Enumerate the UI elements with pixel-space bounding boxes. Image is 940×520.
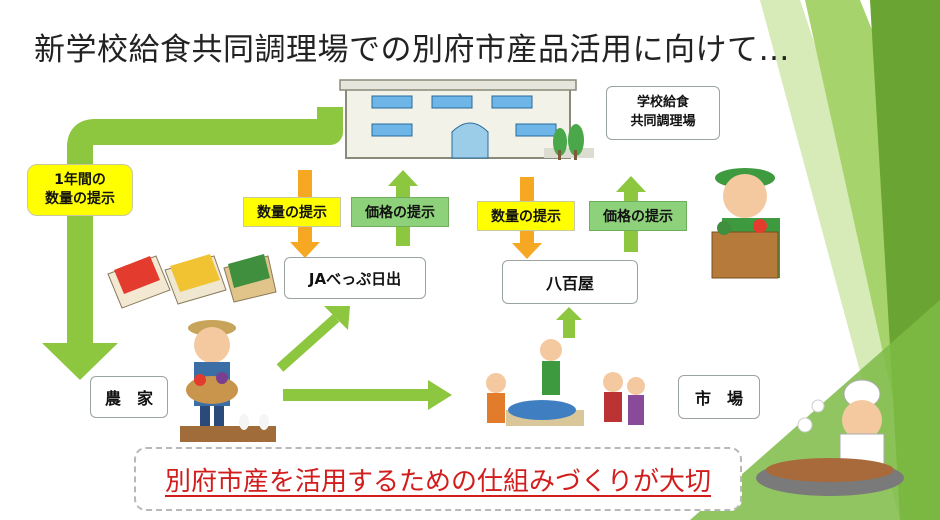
slide-title: 新学校給食共同調理場での別府市産品活用に向けて… xyxy=(34,32,790,68)
farmer-to-market-arrow xyxy=(283,380,452,410)
annual-order-arrow xyxy=(42,107,343,380)
kitchen-building-illustration xyxy=(339,79,594,160)
kitchen-label: 学校給食 共同調理場 xyxy=(606,86,720,140)
farmer-to-ja-arrow xyxy=(276,306,350,372)
yaoya-price-label: 価格の提示 xyxy=(589,201,687,231)
ja-price-label: 価格の提示 xyxy=(351,197,449,227)
yaoya-node: 八百屋 xyxy=(502,260,638,304)
yaoya-quantity-label: 数量の提示 xyxy=(477,201,575,231)
key-message-banner: 別府市産を活用するための仕組みづくりが大切 xyxy=(134,447,742,511)
ja-quantity-label: 数量の提示 xyxy=(243,197,341,227)
key-message-text: 別府市産を活用するための仕組みづくりが大切 xyxy=(164,466,711,497)
produce-boxes-illustration xyxy=(107,254,277,309)
market-node: 市 場 xyxy=(678,375,760,419)
ja-node: JAべっぷ日出 xyxy=(284,257,426,299)
annual-quantity-label: 1年間の 数量の提示 xyxy=(27,164,133,216)
market-to-yaoya-arrow xyxy=(556,307,582,338)
market-illustration xyxy=(486,339,645,426)
greengrocer-illustration xyxy=(711,168,780,279)
chef-illustration xyxy=(756,379,904,496)
farmer-illustration xyxy=(180,320,276,442)
farmer-node: 農 家 xyxy=(90,376,168,418)
